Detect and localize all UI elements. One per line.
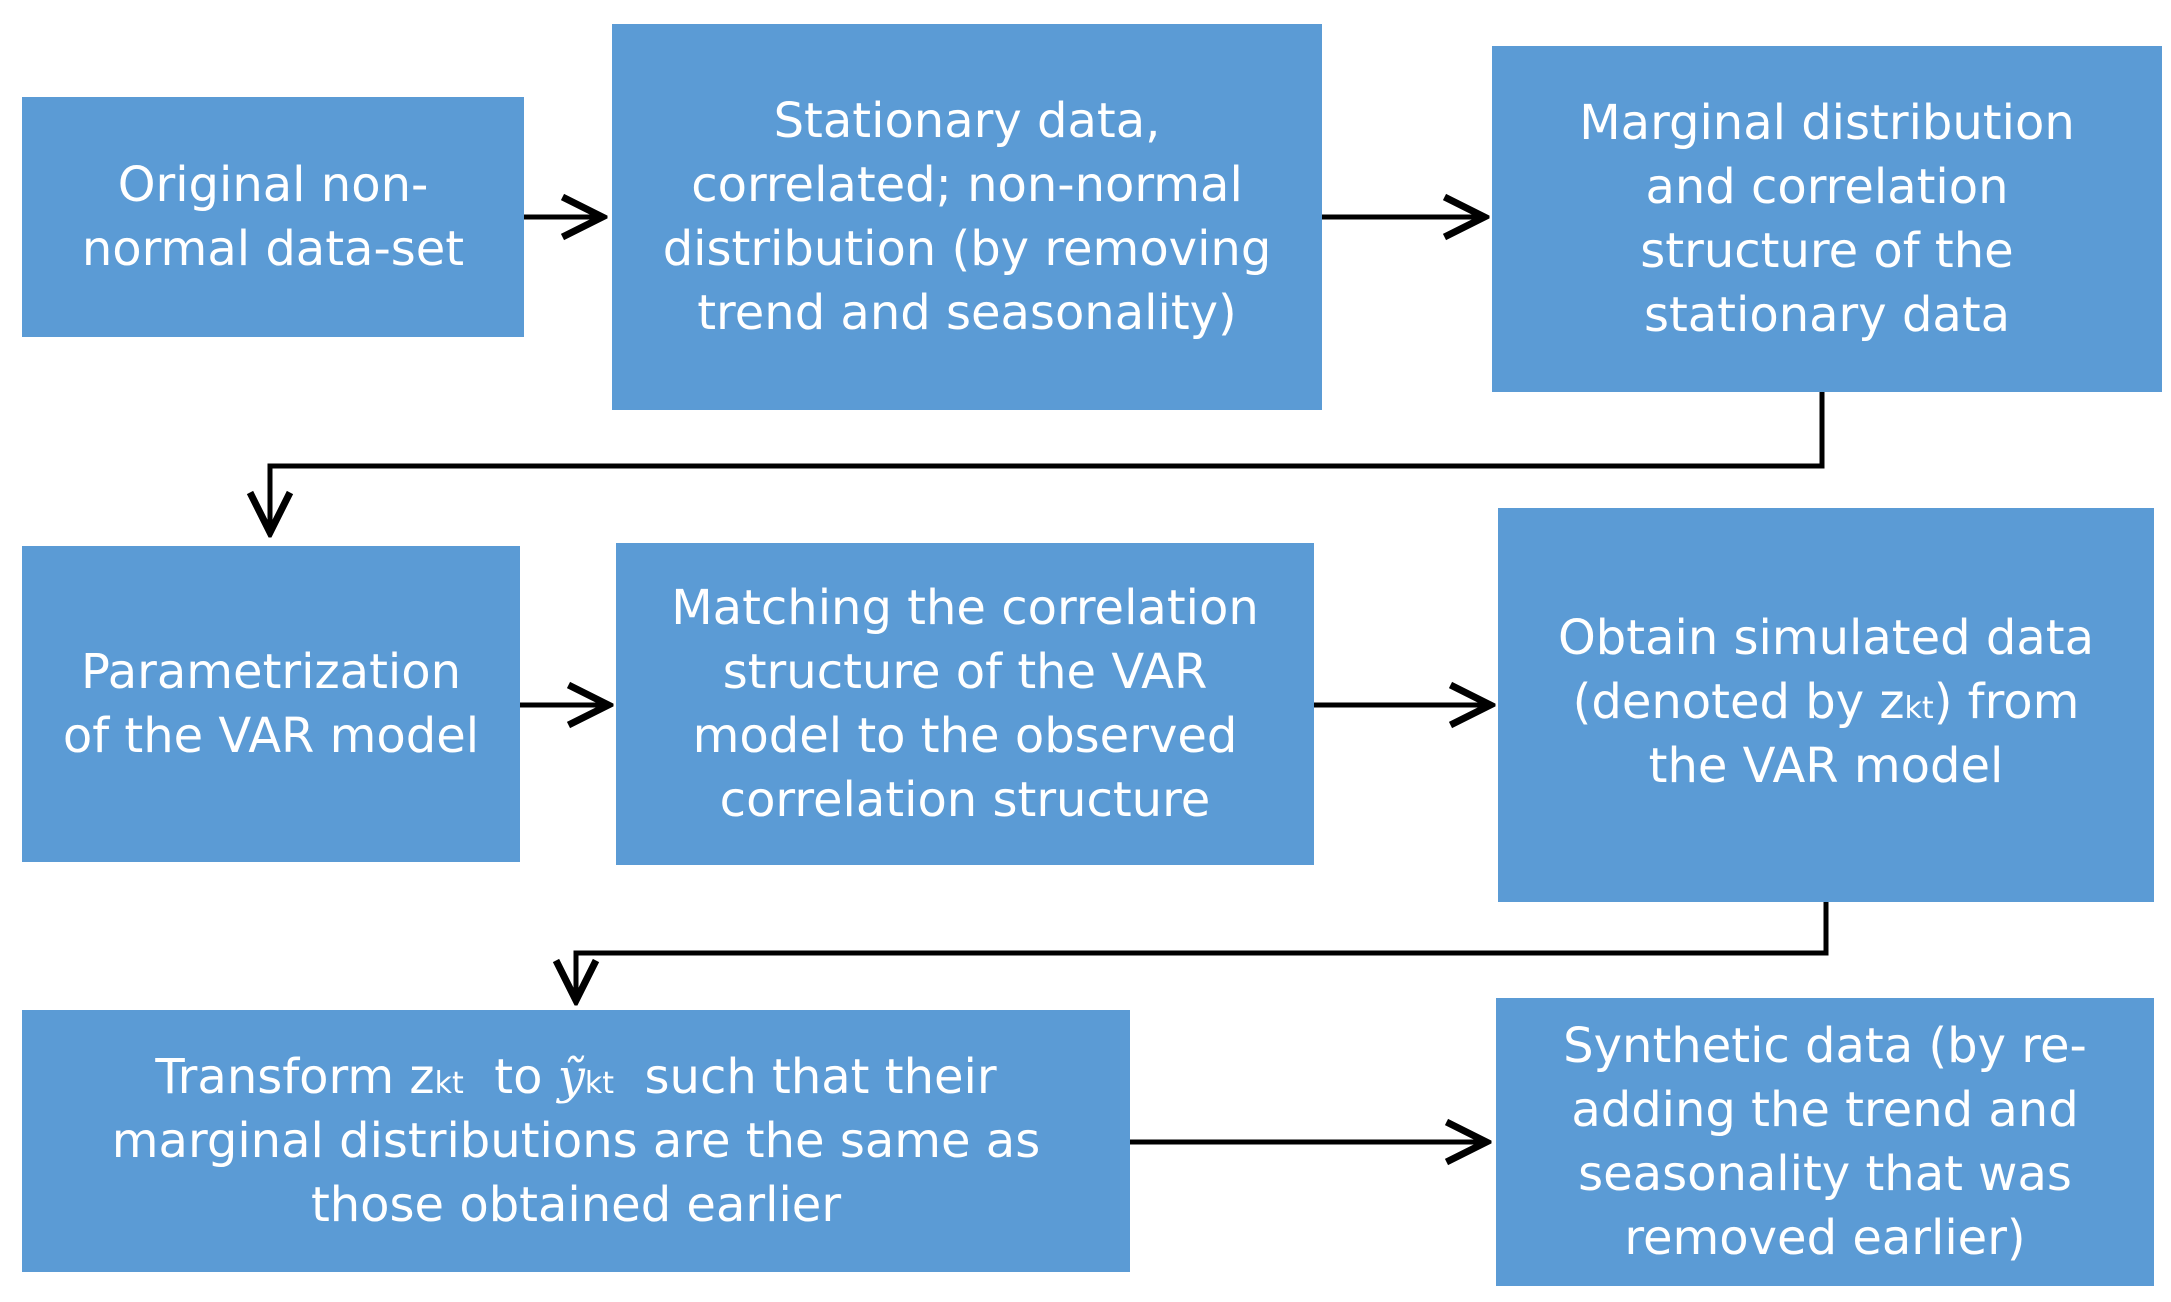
box-matching-correlation: Matching the correlation structure of th… [616, 543, 1314, 865]
text-line: the VAR model [1648, 738, 2004, 794]
subscript-kt: kt [584, 1066, 614, 1101]
text-line: Synthetic data (by re- [1563, 1018, 2087, 1074]
box-matching-correlation-text: Matching the correlation structure of th… [671, 576, 1259, 832]
box-marginal-distribution-text: Marginal distribution and correlation st… [1579, 91, 2075, 347]
text-line: (denoted by zkt) from [1558, 670, 2094, 734]
text-part: (denoted by z [1572, 674, 1905, 730]
text-line: correlation structure [719, 772, 1211, 828]
text-line: Transform zkt to ỹkt such that their [112, 1045, 1040, 1109]
arrow-marginal-to-parametrization [270, 392, 1825, 530]
text-part: such that their [614, 1049, 997, 1105]
text-line: distribution (by removing [662, 221, 1272, 277]
text-line: Obtain simulated data [1558, 610, 2094, 666]
subscript-kt: kt [434, 1066, 464, 1101]
box-synthetic-data-text: Synthetic data (by re- adding the trend … [1563, 1014, 2087, 1270]
box-original-data-text: Original non- normal data-set [82, 153, 464, 281]
text-line: correlated; non-normal [691, 157, 1243, 213]
text-line: those obtained earlier [310, 1177, 842, 1233]
text-line: trend and seasonality) [697, 285, 1237, 341]
text-part: Transform z [155, 1049, 435, 1105]
text-line: Stationary data, [773, 93, 1161, 149]
text-line: and correlation [1645, 159, 2009, 215]
text-line: model to the observed [692, 708, 1238, 764]
text-line: adding the trend and [1571, 1082, 2079, 1138]
text-line: Marginal distribution [1579, 95, 2075, 151]
text-part: to [463, 1049, 558, 1105]
text-line: marginal distributions are the same as [111, 1113, 1041, 1169]
box-original-data: Original non- normal data-set [22, 97, 524, 337]
box-stationary-data-text: Stationary data, correlated; non-normal … [663, 89, 1272, 345]
text-line: normal data-set [81, 221, 465, 277]
text-line: seasonality that was [1578, 1146, 2072, 1202]
box-stationary-data: Stationary data, correlated; non-normal … [612, 24, 1322, 410]
box-marginal-distribution: Marginal distribution and correlation st… [1492, 46, 2162, 392]
text-line: Parametrization [80, 644, 462, 700]
text-line: removed earlier) [1624, 1210, 2026, 1266]
text-line: structure of the VAR [722, 644, 1208, 700]
arrow-simulated-to-transform [576, 902, 1829, 998]
box-transform-text: Transform zkt to ỹkt such that their mar… [112, 1045, 1040, 1237]
box-var-parametrization-text: Parametrization of the VAR model [63, 640, 479, 768]
subscript-kt: kt [1904, 691, 1934, 726]
box-simulated-data: Obtain simulated data (denoted by zkt) f… [1498, 508, 2154, 902]
text-line: stationary data [1643, 287, 2011, 343]
box-synthetic-data: Synthetic data (by re- adding the trend … [1496, 998, 2154, 1286]
text-line: Original non- [117, 157, 429, 213]
box-transform: Transform zkt to ỹkt such that their mar… [22, 1010, 1130, 1272]
text-line: Matching the correlation [671, 580, 1259, 636]
y-tilde-symbol: ỹ [557, 1049, 585, 1105]
box-var-parametrization: Parametrization of the VAR model [22, 546, 520, 862]
text-line: structure of the [1640, 223, 2014, 279]
box-simulated-data-text: Obtain simulated data (denoted by zkt) f… [1558, 606, 2094, 798]
text-part: ) from [1933, 674, 2080, 730]
text-line: of the VAR model [62, 708, 480, 764]
